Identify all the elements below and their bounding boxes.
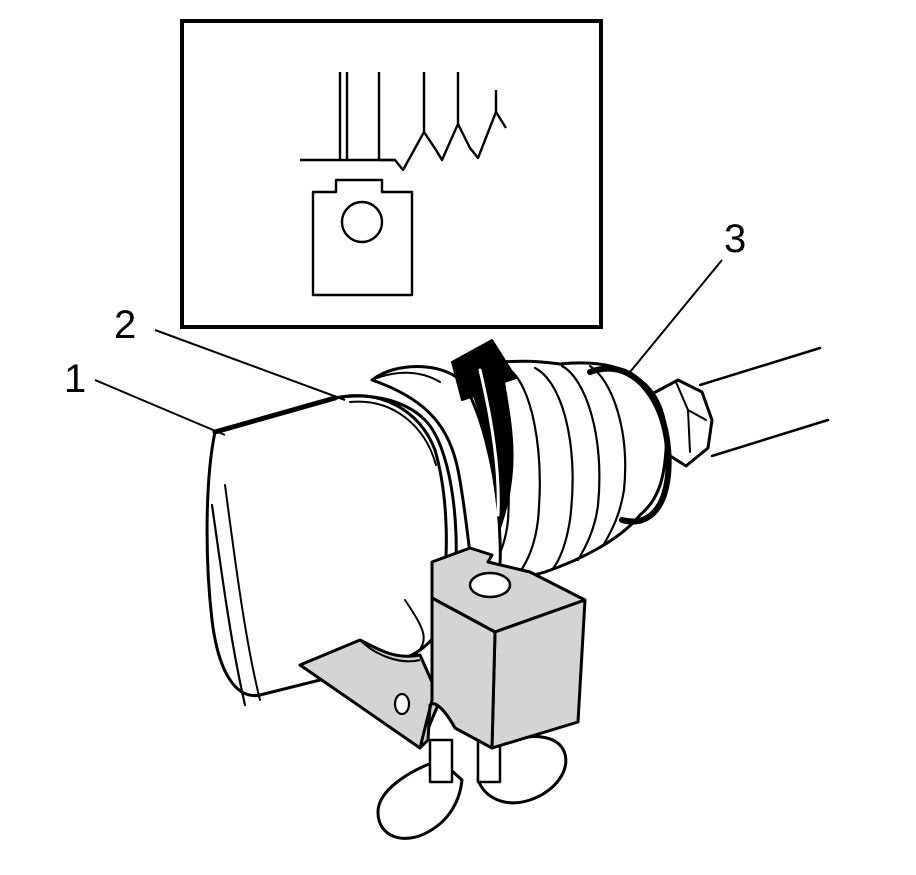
- shaft: [698, 346, 830, 458]
- tool-bore: [468, 571, 512, 599]
- detail-drawing: [300, 72, 508, 297]
- clamp-pliers-tool: [298, 546, 587, 840]
- drive-shaft-assembly: [205, 339, 830, 707]
- leader-line-3: [629, 259, 723, 373]
- tool-block-side: [418, 596, 497, 750]
- leader-lines: [94, 259, 723, 436]
- detail-inset: [180, 19, 603, 329]
- tool-plate: [298, 638, 442, 750]
- callout-1: 1: [64, 357, 86, 401]
- callout-2: 2: [114, 303, 136, 347]
- callout-3: 3: [724, 217, 746, 261]
- leader-line-1: [94, 379, 226, 436]
- leader-line-2: [154, 329, 346, 401]
- rotation-arrow: [451, 339, 517, 529]
- boot-small-clamp: [587, 365, 672, 525]
- detail-frame: [180, 19, 603, 329]
